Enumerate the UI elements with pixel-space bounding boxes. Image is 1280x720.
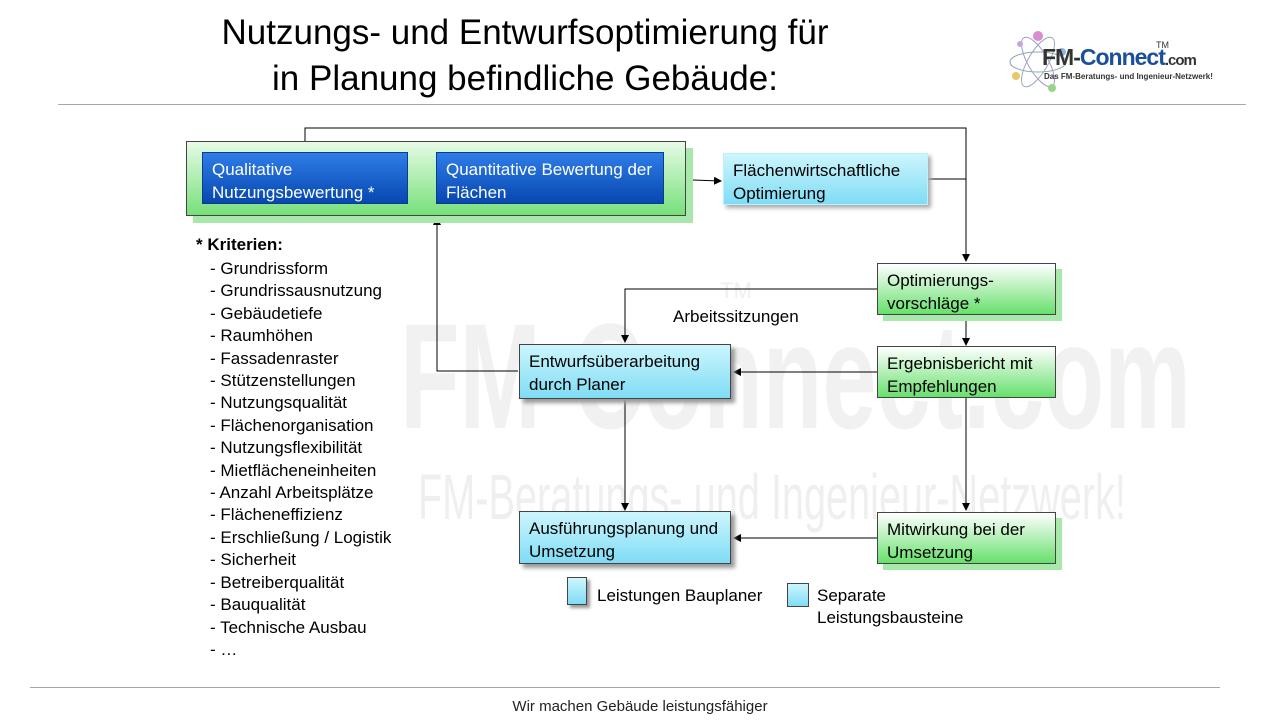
criteria-item: - Erschließung / Logistik <box>210 527 392 547</box>
title-line-1: Nutzungs- und Entwurfsoptimierung für <box>221 13 829 52</box>
ergebnis-label: Ergebnisbericht mit Empfehlungen <box>887 354 1033 396</box>
footer-divider <box>30 687 1220 688</box>
criteria-item: - Technische Ausbau <box>210 617 367 637</box>
criteria-item: - Gebäudetiefe <box>210 303 323 323</box>
mitwirkung-box: Mitwirkung bei der Umsetzung <box>877 512 1056 564</box>
optimierung-label: Optimierungs-vorschläge * <box>887 271 994 313</box>
arbeitssitzungen-label: Arbeitssitzungen <box>673 307 799 326</box>
legend-bauplaner-label: Leistungen Bauplaner <box>597 586 763 605</box>
criteria-item: - Sicherheit <box>210 550 296 570</box>
ergebnis-box: Ergebnisbericht mit Empfehlungen <box>877 346 1056 398</box>
qualitative-box: Qualitative Nutzungsbewertung * <box>202 152 408 204</box>
logo-tagline: Das FM-Beratungs- und Ingenieur-Netzwerk… <box>1044 72 1213 81</box>
fm-connect-logo: FM-Connect.com TM Das FM-Beratungs- und … <box>1008 22 1228 104</box>
criteria-item: - Grundrissausnutzung <box>210 281 382 301</box>
criteria-item: - Nutzungsflexibilität <box>210 438 363 458</box>
criteria-item: - Stützenstellungen <box>210 371 356 391</box>
legend-separate-label: Separate Leistungsbausteine <box>817 586 964 627</box>
optimierung-box: Optimierungs-vorschläge * <box>877 263 1056 315</box>
qualitative-label: Qualitative Nutzungsbewertung * <box>212 160 375 202</box>
quantitative-label: Quantitative Bewertung der Flächen <box>446 160 653 202</box>
criteria-list: - Grundrissform - Grundrissausnutzung- Ge… <box>210 258 391 661</box>
criteria-item: - Anzahl Arbeitsplätze <box>210 483 374 503</box>
criteria-item: - Betreiberqualität <box>210 572 345 592</box>
page-title: Nutzungs- und Entwurfsoptimierung für in… <box>150 10 900 102</box>
criteria-item: - Bauqualität <box>210 595 306 615</box>
criteria-item: - Flächenorganisation <box>210 415 374 435</box>
criteria-item: - Mietflächeneinheiten <box>210 460 377 480</box>
legend-bauplaner-swatch <box>567 577 587 605</box>
flaechen-label: Flächenwirtschaftliche Optimierung <box>733 161 901 203</box>
ausfuehrung-box: Ausführungsplanung und Umsetzung <box>519 511 731 564</box>
legend-separate-swatch <box>787 583 809 607</box>
criteria-item: - Raumhöhen <box>210 326 314 346</box>
flaechen-box: Flächenwirtschaftliche Optimierung <box>723 153 928 205</box>
criteria-item: - Fassadenraster <box>210 348 339 368</box>
logo-trademark: TM <box>1156 40 1169 50</box>
footer-slogan: Wir machen Gebäude leistungsfähiger <box>512 698 768 715</box>
criteria-item: - … <box>210 639 238 659</box>
mitwirkung-label: Mitwirkung bei der Umsetzung <box>887 520 1025 562</box>
criteria-item: - Flächeneffizienz <box>210 505 343 525</box>
entwurf-box: Entwurfsüberarbeitung durch Planer <box>519 344 731 399</box>
watermark-trademark: TM <box>720 278 752 303</box>
title-line-2: in Planung befindliche Gebäude: <box>272 59 778 98</box>
criteria-item: - Grundrissform <box>210 259 329 278</box>
header-divider <box>58 104 1246 105</box>
logo-wordmark: FM-Connect.com <box>1042 44 1197 70</box>
logo-atom-icon <box>1009 31 1067 92</box>
ausfuehrung-label: Ausführungsplanung und Umsetzung <box>529 519 719 561</box>
criteria-title: * Kriterien: <box>196 235 283 254</box>
entwurf-label: Entwurfsüberarbeitung durch Planer <box>529 352 701 394</box>
quantitative-box: Quantitative Bewertung der Flächen <box>436 152 664 204</box>
criteria-item: - Nutzungsqualität <box>210 393 348 413</box>
